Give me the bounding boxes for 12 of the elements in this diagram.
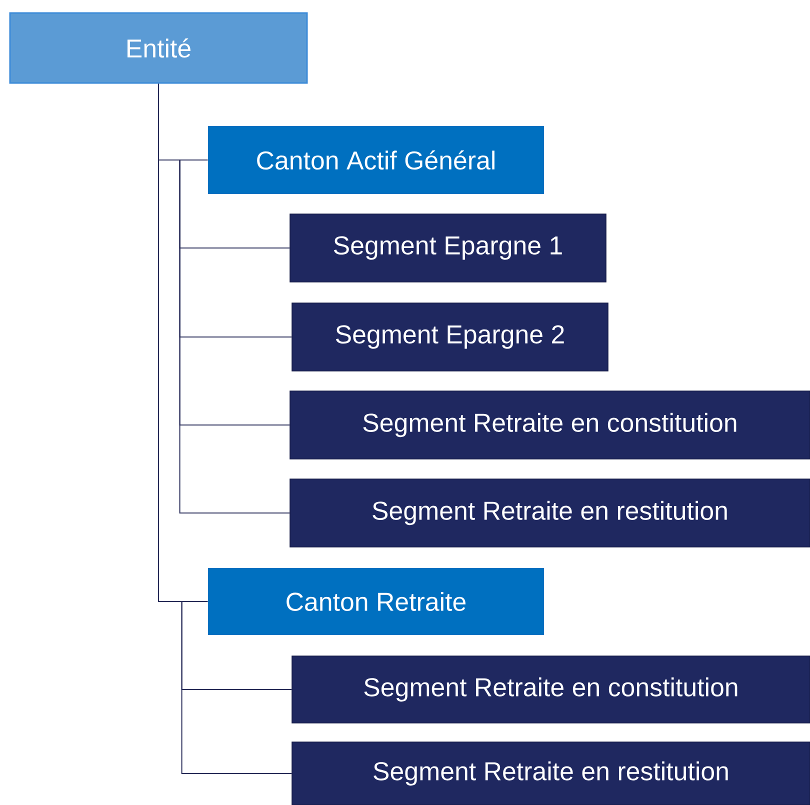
connector-line [158, 83, 208, 602]
entity-box: Entité [9, 12, 308, 84]
canton-box: Canton Retraite [208, 568, 544, 635]
segment-box: Segment Retraite en constitution [290, 390, 810, 460]
connector-line [181, 601, 292, 774]
segment-box: Segment Epargne 2 [292, 302, 608, 372]
connector-line [179, 160, 290, 514]
segment-box: Segment Epargne 1 [290, 214, 606, 282]
segment-box: Segment Retraite en constitution [292, 656, 810, 724]
segment-box: Segment Retraite en restitution [290, 478, 810, 548]
canton-box: Canton Actif Général [208, 126, 544, 194]
segment-box: Segment Retraite en restitution [292, 742, 810, 805]
